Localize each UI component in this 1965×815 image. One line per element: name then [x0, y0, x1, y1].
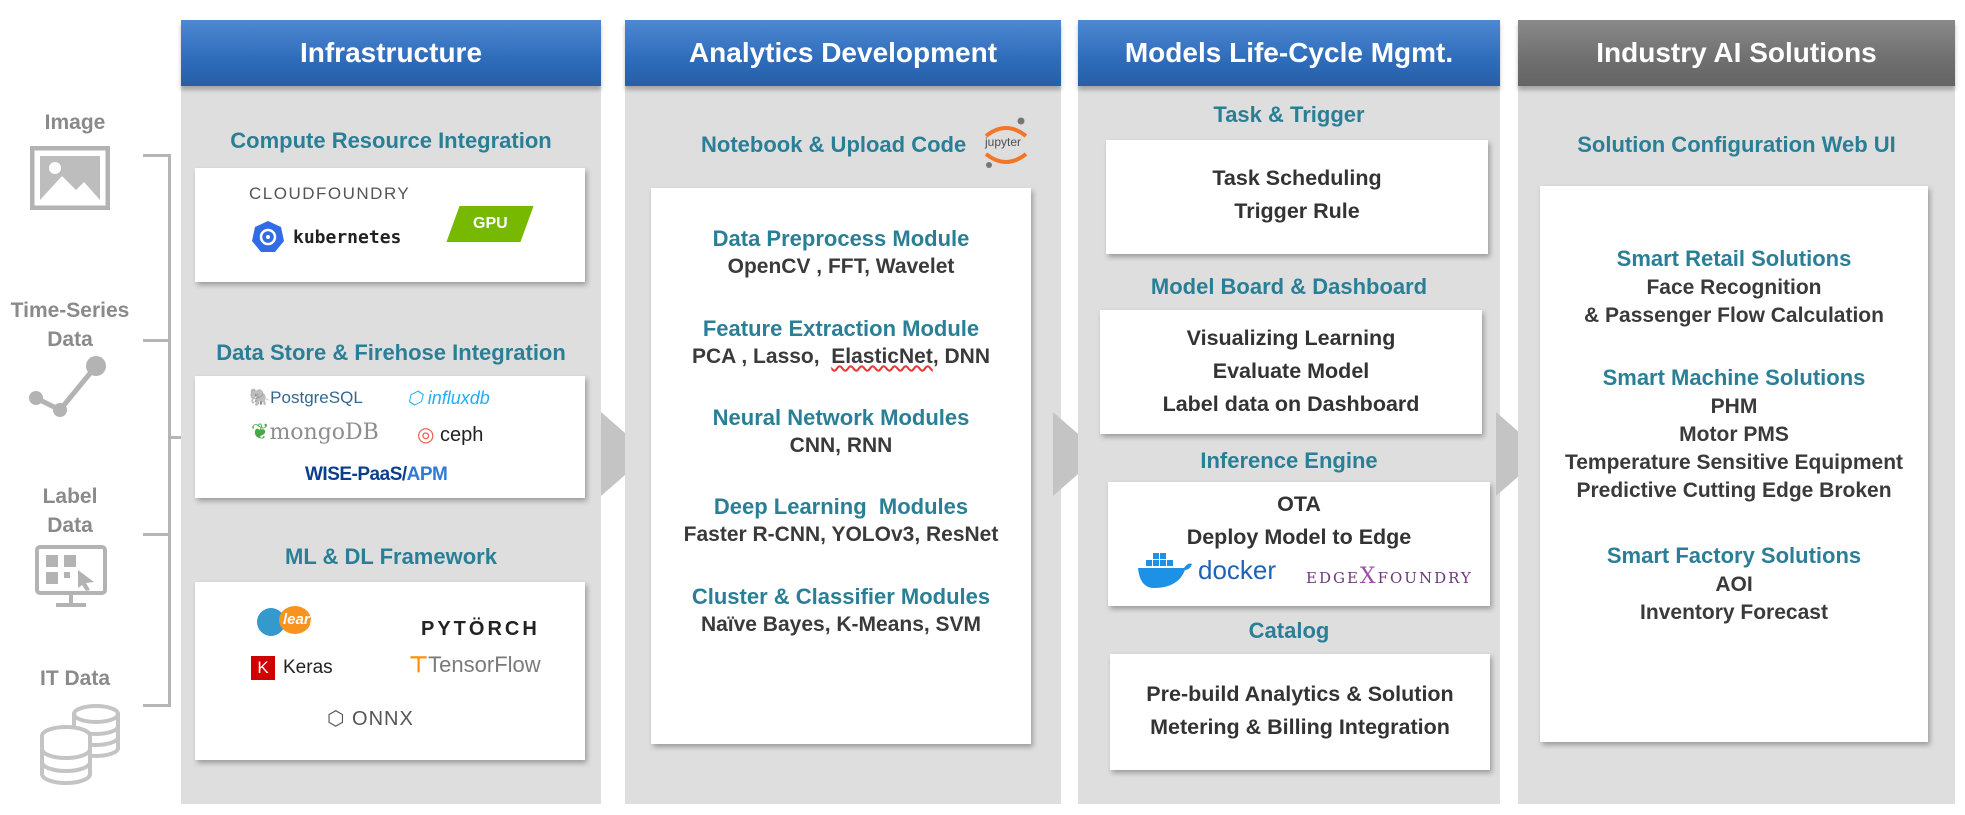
models-lifecycle-header: Models Life-Cycle Mgmt.	[1078, 20, 1500, 86]
module-body: CNN, RNN	[789, 434, 893, 457]
compute-resource-title: Compute Resource Integration	[230, 128, 552, 153]
module-feature-extraction: Feature Extraction Module PCA , Lasso, E…	[651, 316, 1031, 369]
solution-line: AOI	[1715, 573, 1753, 596]
solution-line: Predictive Cutting Edge Broken	[1576, 479, 1892, 502]
ceph-logo: ◎ ceph	[417, 424, 484, 446]
solution-config-title: Solution Configuration Web UI	[1577, 132, 1896, 157]
source-label-image: Image	[44, 111, 106, 134]
solution-line: PHM	[1710, 395, 1758, 418]
solution-line: Face Recognition	[1646, 276, 1822, 299]
bracket-tick	[143, 704, 171, 707]
wise-paas-logo: WISE-PaaS/APM	[305, 464, 448, 485]
industry-ai-header: Industry AI Solutions	[1518, 20, 1955, 86]
module-cluster-classifier: Cluster & Classifier Modules Naïve Bayes…	[651, 584, 1031, 637]
solution-line: Temperature Sensitive Equipment	[1564, 451, 1904, 474]
keras-logo: K Keras	[251, 656, 333, 680]
gpu-logo: GPU	[446, 206, 534, 242]
bracket-tick	[143, 339, 171, 342]
module-title: Deep Learning Modules	[713, 494, 969, 519]
solution-group-retail: Smart Retail Solutions Face Recognition …	[1540, 246, 1928, 328]
module-body: Naïve Bayes, K-Means, SVM	[700, 613, 982, 636]
catalog-title: Catalog	[1248, 618, 1330, 643]
solution-group-title: Smart Factory Solutions	[1606, 543, 1862, 568]
database-icon	[38, 702, 124, 793]
model-board-card: Visualizing Learning Evaluate Model Labe…	[1100, 310, 1482, 434]
module-data-preprocess: Data Preprocess Module OpenCV , FFT, Wav…	[651, 226, 1031, 279]
infrastructure-header: Infrastructure	[181, 20, 601, 86]
card-line: Pre-build Analytics & Solution	[1146, 682, 1454, 706]
analytics-modules-card: Data Preprocess Module OpenCV , FFT, Wav…	[651, 188, 1031, 744]
card-line: Label data on Dashboard	[1162, 392, 1420, 416]
solution-group-title: Smart Machine Solutions	[1602, 365, 1866, 390]
compute-resource-card: CLOUDFOUNDRY kubernetes GPU	[195, 168, 585, 282]
model-board-title: Model Board & Dashboard	[1150, 274, 1428, 299]
analytics-development-column: Analytics Development Notebook & Upload …	[625, 20, 1061, 804]
solution-group-factory: Smart Factory Solutions AOI Inventory Fo…	[1540, 543, 1928, 625]
solution-group-machine: Smart Machine Solutions PHM Motor PMS Te…	[1540, 365, 1928, 503]
card-line: Metering & Billing Integration	[1150, 715, 1450, 739]
solution-group-title: Smart Retail Solutions	[1616, 246, 1852, 271]
module-deep-learning: Deep Learning Modules Faster R-CNN, YOLO…	[651, 494, 1031, 547]
bracket-tick	[143, 533, 171, 536]
infrastructure-column: Infrastructure Compute Resource Integrat…	[181, 20, 601, 804]
jupyter-icon: jupyter	[981, 116, 1031, 170]
module-neural-network: Neural Network Modules CNN, RNN	[651, 405, 1031, 458]
module-title: Cluster & Classifier Modules	[691, 584, 991, 609]
data-store-title: Data Store & Firehose Integration	[216, 340, 566, 365]
ml-dl-framework-title: ML & DL Framework	[285, 544, 497, 569]
image-icon	[29, 145, 111, 215]
catalog-card: Pre-build Analytics & Solution Metering …	[1110, 654, 1490, 770]
card-line: Trigger Rule	[1234, 199, 1360, 223]
pytorch-logo: PYTÖRCH	[421, 618, 540, 640]
solutions-card: Smart Retail Solutions Face Recognition …	[1540, 186, 1928, 742]
inference-engine-title: Inference Engine	[1200, 448, 1378, 473]
kubernetes-logo: kubernetes	[251, 220, 401, 254]
card-line: Task Scheduling	[1212, 166, 1382, 190]
solution-line: Motor PMS	[1679, 423, 1789, 446]
bracket-tick	[143, 154, 171, 157]
bracket-connector	[168, 436, 193, 439]
module-body: PCA , Lasso, ElasticNet, DNN	[692, 345, 990, 368]
notebook-upload-title: Notebook & Upload Code	[701, 132, 967, 157]
card-line: OTA	[1277, 492, 1321, 516]
postgresql-logo: 🐘PostgreSQL	[249, 388, 363, 407]
module-title: Neural Network Modules	[712, 405, 970, 430]
card-line: Evaluate Model	[1212, 359, 1370, 383]
card-line: Visualizing Learning	[1186, 326, 1396, 350]
framework-card: learn PYTÖRCH K Keras ⊤TensorFlow ⬡ ONNX	[195, 582, 585, 760]
tensorflow-logo: ⊤TensorFlow	[409, 652, 541, 677]
card-line: Deploy Model to Edge	[1186, 525, 1412, 549]
source-bracket	[168, 155, 171, 706]
module-body: Faster R-CNN, YOLOv3, ResNet	[683, 523, 999, 546]
industry-ai-column: Industry AI Solutions Solution Configura…	[1518, 20, 1955, 804]
chart-line-icon	[26, 352, 112, 423]
influxdb-logo: ⬡ influxdb	[407, 388, 490, 408]
module-body: OpenCV , FFT, Wavelet	[727, 255, 955, 278]
mongodb-logo: ❦mongoDB	[251, 420, 379, 445]
source-label-time-series: Time-Series Data	[10, 299, 130, 351]
module-title: Feature Extraction Module	[702, 316, 980, 341]
cloudfoundry-logo: CLOUDFOUNDRY	[249, 184, 411, 203]
kubernetes-icon	[252, 221, 284, 252]
docker-whale-icon	[1138, 553, 1192, 588]
analytics-development-header: Analytics Development	[625, 20, 1061, 86]
source-label-label-data: Label Data	[42, 485, 98, 537]
monitor-label-icon	[34, 544, 108, 615]
task-trigger-title: Task & Trigger	[1213, 102, 1365, 127]
solution-line: & Passenger Flow Calculation	[1584, 304, 1884, 327]
solution-line: Inventory Forecast	[1640, 601, 1828, 624]
task-trigger-card: Task Scheduling Trigger Rule	[1106, 140, 1488, 254]
source-label-it-data: IT Data	[39, 667, 110, 690]
docker-logo: docker	[1136, 550, 1276, 590]
inference-engine-card: OTA Deploy Model to Edge docker EDGEXFOU…	[1108, 482, 1490, 606]
data-store-card: 🐘PostgreSQL ⬡ influxdb ❦mongoDB ◎ ceph W…	[195, 376, 585, 498]
models-lifecycle-column: Models Life-Cycle Mgmt. Task & Trigger T…	[1078, 20, 1500, 804]
edgex-foundry-logo: EDGEXFOUNDRY	[1306, 564, 1473, 589]
module-title: Data Preprocess Module	[712, 226, 970, 251]
onnx-logo: ⬡ ONNX	[327, 708, 414, 730]
scikit-learn-logo: learn	[257, 606, 327, 636]
